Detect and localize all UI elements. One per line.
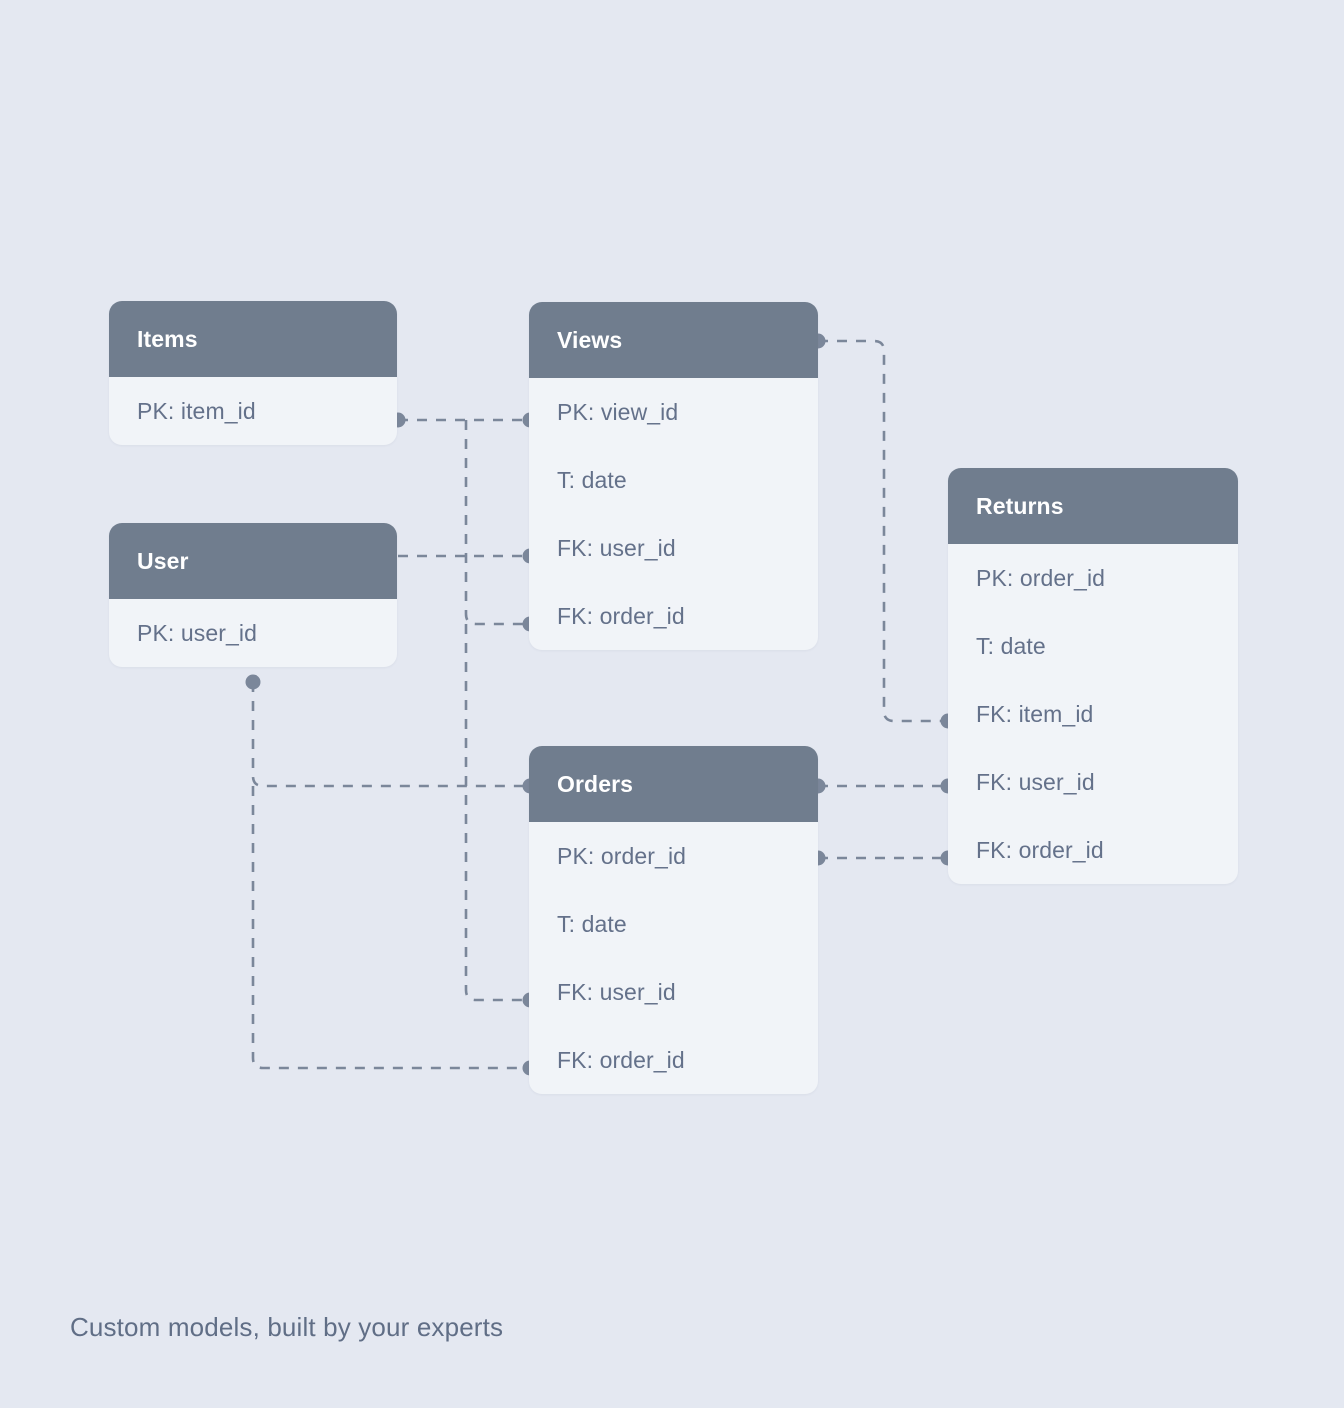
field-row[interactable]: PK: item_id	[109, 377, 397, 445]
field-label: T: date	[557, 466, 627, 493]
table-header-views[interactable]: Views	[529, 302, 818, 378]
field-row[interactable]: T: date	[529, 446, 818, 514]
connector-dot	[245, 674, 261, 690]
field-label: T: date	[557, 910, 627, 937]
field-row[interactable]: FK: order_id	[529, 582, 818, 650]
table-header-returns[interactable]: Returns	[948, 468, 1238, 544]
field-label: FK: order_id	[557, 602, 685, 629]
table-title-views: Views	[557, 326, 623, 353]
field-label: FK: user_id	[976, 768, 1095, 795]
field-row[interactable]: FK: user_id	[948, 748, 1238, 816]
table-header-orders[interactable]: Orders	[529, 746, 818, 822]
field-label: PK: item_id	[137, 397, 256, 424]
field-row[interactable]: FK: item_id	[948, 680, 1238, 748]
table-header-items[interactable]: Items	[109, 301, 397, 377]
field-label: T: date	[976, 632, 1046, 659]
caption-text: Custom models, built by your experts	[70, 1312, 504, 1342]
field-row[interactable]: T: date	[948, 612, 1238, 680]
field-row[interactable]: PK: user_id	[109, 599, 397, 667]
table-fields-user: PK: user_id	[109, 599, 397, 667]
relationship-line-user-to-orders-order	[251, 786, 530, 1070]
relationship-line-items-branch-to-views-order	[464, 420, 530, 626]
table-title-returns: Returns	[976, 492, 1064, 519]
field-row[interactable]: PK: view_id	[529, 378, 818, 446]
field-label: PK: user_id	[137, 619, 257, 646]
field-row[interactable]: FK: order_id	[529, 1026, 818, 1094]
field-label: PK: view_id	[557, 398, 679, 425]
table-title-orders: Orders	[557, 770, 634, 797]
table-header-user[interactable]: User	[109, 523, 397, 599]
field-label: FK: user_id	[557, 534, 676, 561]
relationship-line-user-to-orders-header	[251, 682, 530, 788]
field-row[interactable]: FK: order_id	[948, 816, 1238, 884]
relationship-line-branch-to-orders-user	[464, 624, 530, 1002]
field-label: FK: order_id	[976, 836, 1104, 863]
field-row[interactable]: FK: user_id	[529, 958, 818, 1026]
table-fields-items: PK: item_id	[109, 377, 397, 445]
field-label: FK: item_id	[976, 700, 1094, 727]
field-row[interactable]: PK: order_id	[948, 544, 1238, 612]
field-label: PK: order_id	[557, 842, 687, 869]
field-row[interactable]: PK: order_id	[529, 822, 818, 890]
field-row[interactable]: T: date	[529, 890, 818, 958]
field-label: PK: order_id	[976, 564, 1106, 591]
field-row[interactable]: FK: user_id	[529, 514, 818, 582]
field-label: FK: user_id	[557, 978, 676, 1005]
table-title-items: Items	[137, 325, 198, 352]
field-label: FK: order_id	[557, 1046, 685, 1073]
table-title-user: User	[137, 547, 189, 574]
relationship-line-views-to-returns-item	[818, 339, 948, 723]
